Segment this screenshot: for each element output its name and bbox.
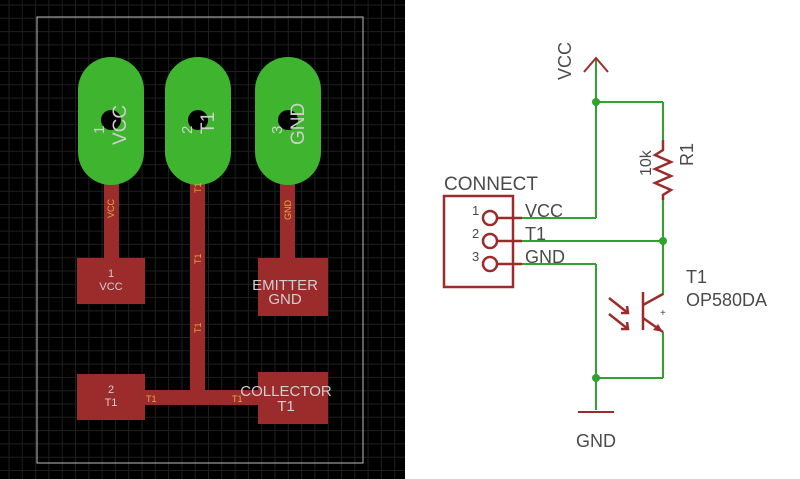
smd-pads — [77, 258, 328, 424]
smd-pad-vcc — [77, 258, 145, 304]
resistor-r1-icon — [651, 140, 675, 200]
smd-collector-net: T1 — [277, 398, 295, 415]
pad-3-number: 3 — [269, 126, 286, 134]
trace-label-t1-mid: T1 — [193, 253, 203, 264]
light-arrow-1 — [621, 305, 630, 315]
transistor-plus-sign: + — [660, 308, 666, 319]
resistor-ref: R1 — [677, 143, 697, 166]
vcc-label: VCC — [555, 42, 575, 80]
trace-label-t1-top: T1 — [193, 182, 203, 193]
phototransistor-t1-icon — [608, 292, 664, 334]
light-arrow-2 — [621, 321, 630, 331]
connector-net-vcc: VCC — [525, 201, 563, 221]
connector-pin-1-num: 1 — [472, 203, 479, 218]
connector-pin-3-icon — [481, 255, 499, 273]
smd-vcc-number: 1 — [108, 268, 114, 280]
smd-pad-collector — [258, 372, 328, 424]
trace-label-gnd: GND — [283, 200, 293, 221]
trace-label-t1-left: T1 — [146, 394, 157, 404]
connector-pin-2-icon — [481, 232, 499, 250]
light-ray-1 — [608, 297, 629, 314]
pcb-layout-view: 1 VCC 2 T1 3 GND VCC T1 T1 T1 GND T1 T1 … — [0, 0, 405, 479]
trace-t1-horizontal — [140, 390, 280, 405]
schematic-wires — [522, 58, 664, 410]
pad-2-name: T1 — [198, 112, 219, 134]
trace-label-t1-right: T1 — [232, 394, 243, 404]
pad-1-drill — [101, 110, 121, 130]
connector-title: CONNECT — [444, 174, 538, 195]
smd-emitter-label: EMITTER — [252, 277, 318, 294]
light-ray-2 — [608, 313, 629, 330]
transistor-collector-leg — [642, 292, 664, 307]
smd-emitter-net: GND — [268, 291, 302, 308]
junctions — [592, 98, 667, 382]
connector-net-gnd: GND — [525, 247, 565, 267]
board-outline — [36, 16, 364, 464]
pad-2-drill — [188, 110, 208, 130]
pad-1-number: 1 — [91, 126, 108, 134]
trace-label-vcc: VCC — [106, 198, 116, 218]
pad-3 — [255, 57, 321, 185]
vcc-arrow-icon — [583, 56, 609, 73]
connector-symbol — [442, 194, 522, 289]
transistor-part: OP580DA — [686, 290, 767, 310]
junction-gnd — [592, 374, 600, 382]
trace-label-t1-low: T1 — [193, 322, 203, 333]
smd-vcc-name: VCC — [99, 281, 122, 293]
resistor-value: 10k — [638, 149, 655, 176]
pad-3-name: GND — [288, 103, 309, 145]
schematic-canvas: VCC GND CONNECT 1 2 3 VCC T1 GND 10k R1 — [442, 42, 767, 451]
smd-pad-emitter — [258, 258, 328, 316]
pad-2 — [165, 57, 231, 185]
connector-pin-1-icon — [481, 209, 499, 227]
pad-3-drill — [278, 110, 298, 130]
schematic-view: VCC GND CONNECT 1 2 3 VCC T1 GND 10k R1 — [405, 0, 800, 479]
connector-pin-2-num: 2 — [472, 226, 479, 241]
transistor-ref: T1 — [686, 267, 707, 287]
pcb-canvas: 1 VCC 2 T1 3 GND VCC T1 T1 T1 GND T1 T1 … — [0, 0, 405, 479]
connector-pin-3-num: 3 — [472, 249, 479, 264]
pad-1 — [78, 57, 144, 185]
trace-t1-vertical — [190, 130, 205, 398]
through-hole-pads — [78, 57, 321, 185]
junction-t1 — [659, 237, 667, 245]
smd-pad-t1 — [77, 374, 145, 420]
emitter-arrow-icon — [653, 324, 663, 332]
smd-t1-number: 2 — [108, 384, 114, 396]
junction-vcc — [592, 98, 600, 106]
gnd-label: GND — [576, 431, 616, 451]
smd-t1-name: T1 — [105, 397, 118, 409]
pad-2-number: 2 — [179, 126, 196, 134]
connector-net-t1: T1 — [525, 224, 546, 244]
smd-collector-label: COLLECTOR — [240, 383, 332, 400]
pad-1-name: VCC — [110, 105, 131, 145]
